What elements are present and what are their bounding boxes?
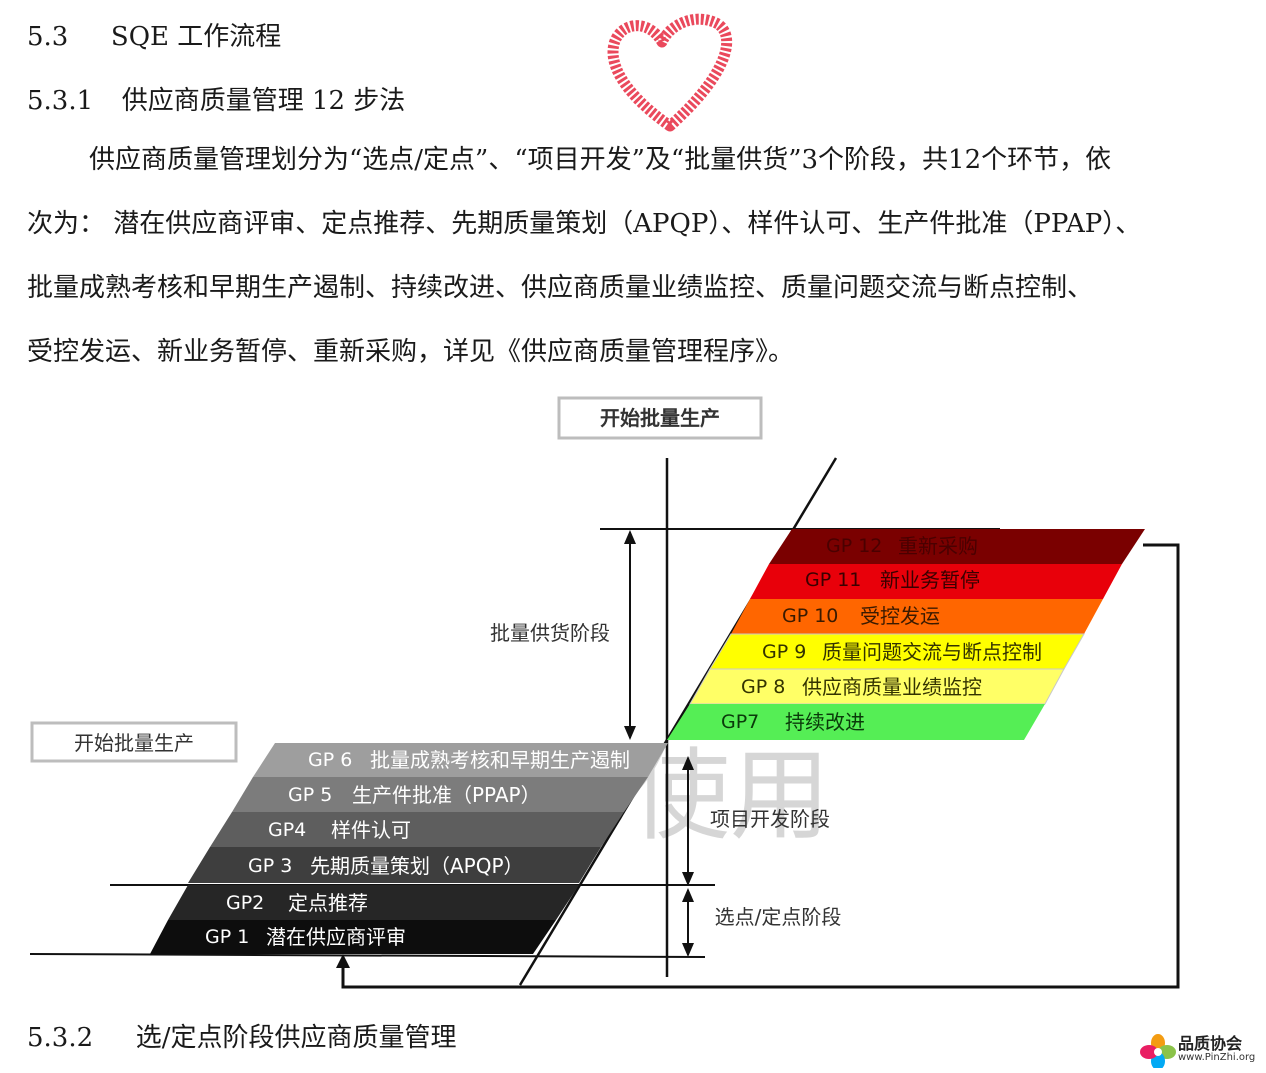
- gp4-name: 样件认可: [331, 818, 411, 842]
- gp5-name: 生产件批准（PPAP）: [352, 783, 541, 807]
- upper-step-stack: GP 12 重新采购 GP 11 新业务暂停 GP 10 受控发运 GP 9 质…: [667, 529, 1145, 740]
- gp6-name: 批量成熟考核和早期生产遏制: [370, 748, 630, 772]
- gp7-code: GP7: [721, 711, 759, 733]
- gp12-name: 重新采购: [898, 534, 978, 558]
- lower-step-stack: GP 6 批量成熟考核和早期生产遏制 GP 5 生产件批准（PPAP） GP4 …: [150, 743, 668, 954]
- gp12-code: GP 12: [826, 535, 882, 557]
- site-logo: 品质协会 www.PinZhi.org: [1140, 1030, 1264, 1070]
- section-title: SQE 工作流程: [110, 22, 282, 52]
- gp2-code: GP2: [226, 892, 264, 914]
- gp3-band: [188, 847, 601, 883]
- subsection-2-number: 5.3.2: [27, 1023, 94, 1053]
- gp6-code: GP 6: [308, 749, 352, 771]
- top-start-box-label: 开始批量生产: [600, 406, 720, 430]
- gp11-band: [750, 564, 1122, 599]
- select-phase-label: 选点/定点阶段: [715, 905, 842, 929]
- pinwheel-logo-icon: [1140, 1034, 1176, 1068]
- gp7-band: [667, 704, 1045, 740]
- project-phase-arrow: [682, 756, 694, 886]
- subsection-title: 供应商质量管理 12 步法: [121, 86, 406, 116]
- left-start-box: [30, 721, 238, 763]
- gp3-code: GP 3: [248, 855, 292, 877]
- gp8-name: 供应商质量业绩监控: [802, 675, 982, 699]
- gp11-code: GP 11: [805, 569, 861, 591]
- gp3-name: 先期质量策划（APQP）: [310, 854, 524, 878]
- gp1-code: GP 1: [205, 926, 249, 948]
- gp2-name: 定点推荐: [288, 891, 368, 915]
- gp9-name: 质量问题交流与断点控制: [822, 640, 1042, 664]
- gp6-band: [253, 743, 668, 777]
- gp9-code: GP 9: [762, 641, 806, 663]
- gp8-code: GP 8: [741, 676, 785, 698]
- subsection-number: 5.3.1: [27, 86, 94, 116]
- feedback-loop-line: [341, 543, 1180, 989]
- sqe-process-diagram: 内部使用 开始批量生产 开始批量生产 批量供货阶段 项目开发阶段 选点/定点阶段…: [29, 396, 1180, 989]
- gp11-name: 新业务暂停: [880, 568, 980, 592]
- project-phase-label: 项目开发阶段: [710, 807, 830, 831]
- feedback-loop-arrowhead: [336, 954, 350, 968]
- batch-phase-label: 批量供货阶段: [490, 621, 610, 645]
- gp12-band: [769, 529, 1145, 564]
- gp7-name: 持续改进: [785, 710, 865, 734]
- left-start-box-label: 开始批量生产: [74, 731, 194, 755]
- section-heading: 5.3 SQE 工作流程: [27, 16, 281, 53]
- paragraph-line: 供应商质量管理划分为“选点/定点”、“项目开发”及“批量供货”3个阶段，共12个…: [89, 145, 1112, 175]
- logo-name: 品质协会: [1178, 1034, 1243, 1053]
- select-phase-arrow: [682, 888, 694, 957]
- gp5-band: [232, 777, 648, 812]
- gp10-name: 受控发运: [860, 604, 940, 628]
- gp1-band: [150, 920, 556, 954]
- paragraph-line: 次为： 潜在供应商评审、定点推荐、先期质量策划（APQP）、样件认可、生产件批准…: [27, 209, 1142, 239]
- body-paragraph: 供应商质量管理划分为“选点/定点”、“项目开发”及“批量供货”3个阶段，共12个…: [27, 128, 1242, 384]
- gp2-band: [168, 885, 579, 920]
- subsection-2-heading: 5.3.2 选/定点阶段供应商质量管理: [27, 1017, 456, 1054]
- subsection-2-title: 选/定点阶段供应商质量管理: [135, 1023, 457, 1053]
- logo-url: www.PinZhi.org: [1178, 1052, 1256, 1063]
- gp10-code: GP 10: [782, 605, 838, 627]
- gp4-code: GP4: [268, 819, 306, 841]
- bottom-baseline: [29, 953, 706, 958]
- batch-phase-arrow: [624, 530, 636, 740]
- section-number: 5.3: [27, 22, 69, 52]
- heart-icon: [607, 13, 733, 132]
- paragraph-line: 批量成熟考核和早期生产遏制、持续改进、供应商质量业绩监控、质量问题交流与断点控制…: [27, 273, 1094, 303]
- gp10-band: [731, 599, 1103, 634]
- gp4-band: [210, 812, 624, 847]
- subsection-heading: 5.3.1 供应商质量管理 12 步法: [27, 80, 405, 117]
- paragraph-line: 受控发运、新业务暂停、重新采购，详见《供应商质量管理程序》。: [27, 337, 795, 367]
- top-start-box: [557, 396, 763, 440]
- gp1-name: 潜在供应商评审: [266, 925, 406, 949]
- gp5-code: GP 5: [288, 784, 332, 806]
